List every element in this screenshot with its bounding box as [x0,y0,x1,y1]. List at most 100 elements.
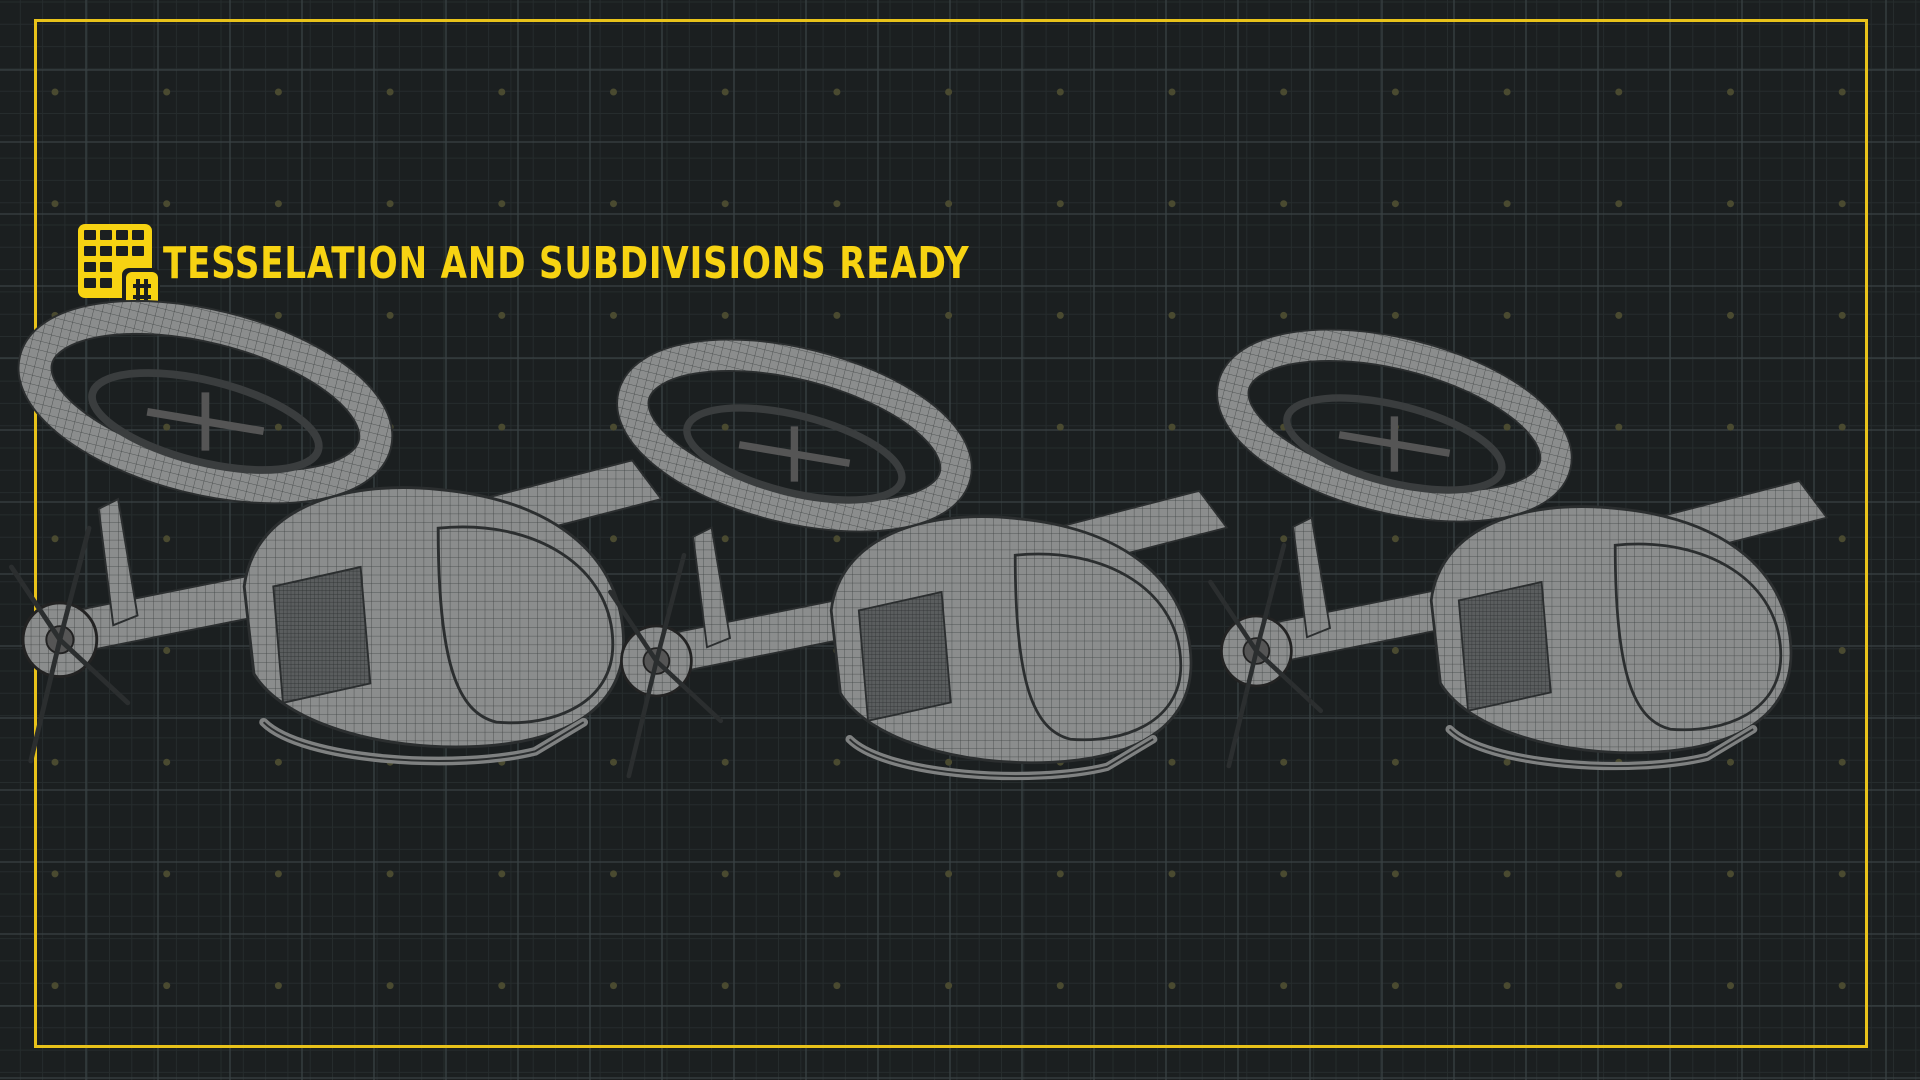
grid-dot [1391,200,1399,208]
grid-dot [610,423,617,431]
grid-dot [1168,982,1176,990]
grid-dot [945,982,953,990]
grid-dot [498,870,506,878]
grid-dot [721,423,729,431]
grid-dot [1615,88,1623,96]
grid-dot [1838,311,1846,319]
grid-dot [1280,535,1288,543]
grid-dot [721,535,729,543]
grid-dot [1727,982,1734,990]
grid-dot [498,982,506,990]
grid-dot [386,870,394,878]
grid-dot [274,200,282,208]
grid-dot [1168,870,1176,878]
grid-dot [833,982,841,990]
grid-dot [274,423,282,431]
grid-dot [1838,200,1846,208]
grid-dot [1391,982,1399,990]
helicopter-1 [11,286,661,761]
grid-dot [51,535,59,543]
grid-dot [1280,311,1288,319]
grid-dot [610,870,617,878]
grid-dot [274,870,282,878]
grid-dot [945,758,953,766]
grid-dot [51,758,59,766]
yellow-frame-border [34,19,1868,1048]
grid-dot [1727,88,1734,96]
grid-dot [498,311,506,319]
grid-dot [274,758,282,766]
grid-dot [51,88,59,96]
grid-dot [163,647,171,654]
grid-dot [721,870,729,878]
grid-dot [1503,870,1511,878]
grid-dot [274,311,282,319]
grid-dot [386,200,394,208]
grid-dot [1503,88,1511,96]
grid-dot [1168,88,1176,96]
grid-dot [1056,200,1064,208]
grid-dot [1838,535,1846,543]
grid-dot [51,870,59,878]
grid-dot [1503,200,1511,208]
grid-dot [721,758,729,766]
grid-dot [163,758,171,766]
grid-dot [610,311,617,319]
grid-dot [1056,311,1064,319]
grid-dot [1168,311,1176,319]
grid-dot [274,88,282,96]
grid-dot [163,535,171,543]
grid-dot [163,88,171,96]
grid-dot [833,88,841,96]
grid-dot [386,982,394,990]
grid-dot [386,311,394,319]
grid-dot [1280,870,1288,878]
grid-dot [1280,88,1288,96]
grid-dot [1280,982,1288,990]
grid-dot [1615,982,1623,990]
grid-dot [1838,870,1846,878]
grid-dot [1056,870,1064,878]
grid-dot [1056,423,1064,431]
grid-dot [1056,982,1064,990]
grid-dot [1838,423,1846,431]
grid-dot [833,311,841,319]
grid-dot [1503,758,1511,766]
grid-dot [833,535,841,543]
grid-dot [945,88,953,96]
grid-dot [1168,200,1176,208]
grid-dot [1838,982,1846,990]
grid-dot [945,200,953,208]
grid-dot [1391,311,1399,319]
grid-dot [1615,200,1623,208]
grid-dot [1727,311,1734,319]
grid-dot [386,88,394,96]
grid-dot [833,870,841,878]
grid-dot [1503,982,1511,990]
helicopter-2 [610,326,1226,776]
page-title: TESSELATION AND SUBDIVISIONS READY [163,237,970,289]
grid-dot [51,982,59,990]
grid-dot [498,88,506,96]
grid-dot [1615,423,1623,431]
grid-dot [1168,423,1176,431]
grid-dot [945,870,953,878]
grid-dot [1838,758,1846,766]
grid-dot [721,982,729,990]
helicopter-3 [1210,316,1826,766]
grid-dot [610,535,617,543]
grid-dot [1391,647,1399,654]
grid-dot [1391,758,1399,766]
grid-dot [610,758,617,766]
grid-dot [1838,88,1846,96]
grid-dot [163,870,171,878]
grid-dot [498,423,506,431]
grid-dot [610,88,617,96]
grid-dot [498,200,506,208]
grid-dot [1391,535,1399,543]
grid-dot [163,423,171,431]
grid-dot [610,982,617,990]
grid-dot [1391,870,1399,878]
grid-dot [1727,870,1734,878]
